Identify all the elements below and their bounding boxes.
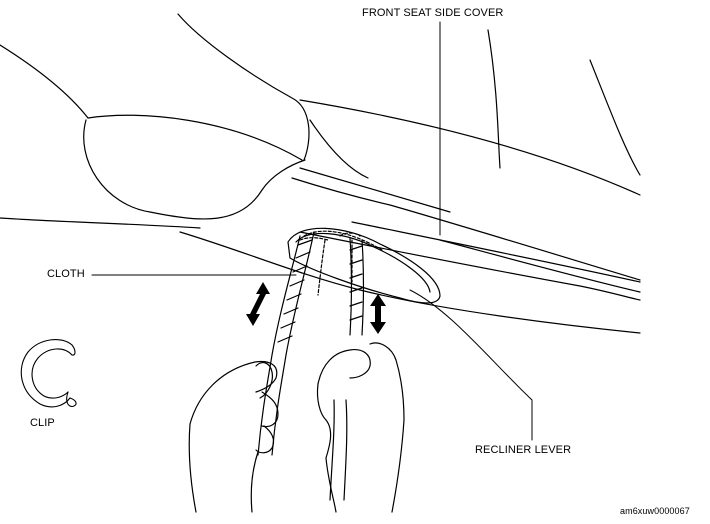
hands	[188, 342, 405, 513]
clip-part	[20, 339, 77, 408]
leader-lines	[91, 21, 533, 441]
label-cloth: CLOTH	[47, 268, 85, 280]
leader-recliner-lever	[409, 289, 533, 441]
front-seat-side-cover	[179, 29, 641, 334]
recliner-lever-opening	[287, 227, 441, 304]
label-front-seat-side-cover: FRONT SEAT SIDE COVER	[362, 7, 504, 19]
up-down-arrow-icon	[370, 294, 386, 334]
cloth-straps	[257, 231, 365, 501]
label-clip: CLIP	[30, 417, 55, 429]
label-recliner-lever: RECLINER LEVER	[475, 444, 572, 456]
figure-code: am6xuw0000067	[620, 506, 690, 516]
seat-cushion	[0, 13, 310, 229]
up-down-arrow-icon	[246, 282, 270, 326]
